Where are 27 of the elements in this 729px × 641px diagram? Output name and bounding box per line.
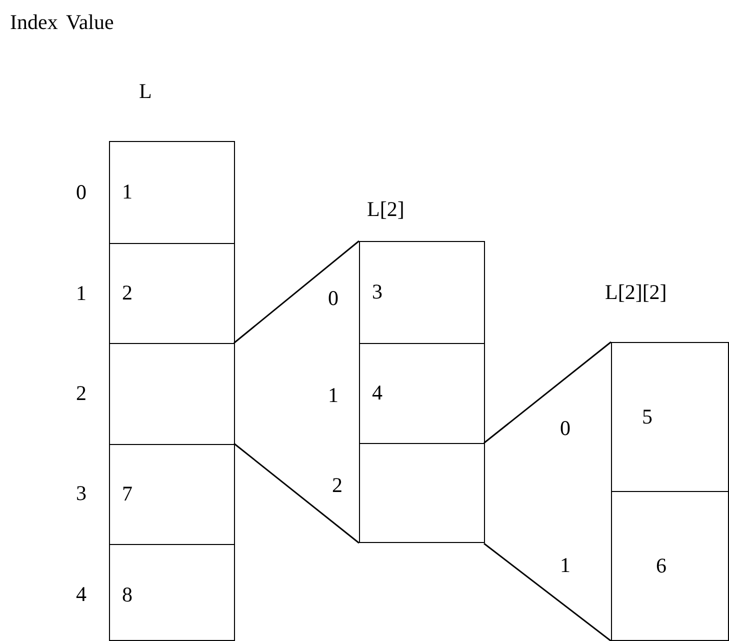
expansion-line <box>234 240 360 344</box>
cell-value: 5 <box>642 404 652 430</box>
list-name: L[2] <box>367 197 404 222</box>
expansion-line <box>484 341 612 444</box>
index-number: 1 <box>560 553 570 578</box>
column-header: Index <box>10 10 58 35</box>
cell-value: 4 <box>372 380 382 406</box>
index-number: 1 <box>76 281 86 306</box>
index-number: 0 <box>560 416 570 441</box>
cell-value: 7 <box>122 482 132 507</box>
index-number: 2 <box>332 473 342 498</box>
index-number: 4 <box>76 582 86 607</box>
index-number: 0 <box>328 286 338 311</box>
expansion-line <box>484 542 612 641</box>
index-number: 1 <box>328 383 338 408</box>
expansion-line <box>234 442 360 544</box>
list-name: L <box>139 79 152 104</box>
cell-value: 2 <box>122 280 132 306</box>
cell-value: 3 <box>372 280 382 305</box>
list-name: L[2][2] <box>605 280 667 305</box>
index-number: 0 <box>76 180 86 205</box>
column-header: Value <box>66 10 114 35</box>
cell-value: 1 <box>122 180 132 205</box>
index-number: 3 <box>76 481 86 506</box>
index-number: 2 <box>76 381 86 406</box>
cell-value: 6 <box>656 553 666 578</box>
cell-value: 8 <box>122 582 132 608</box>
